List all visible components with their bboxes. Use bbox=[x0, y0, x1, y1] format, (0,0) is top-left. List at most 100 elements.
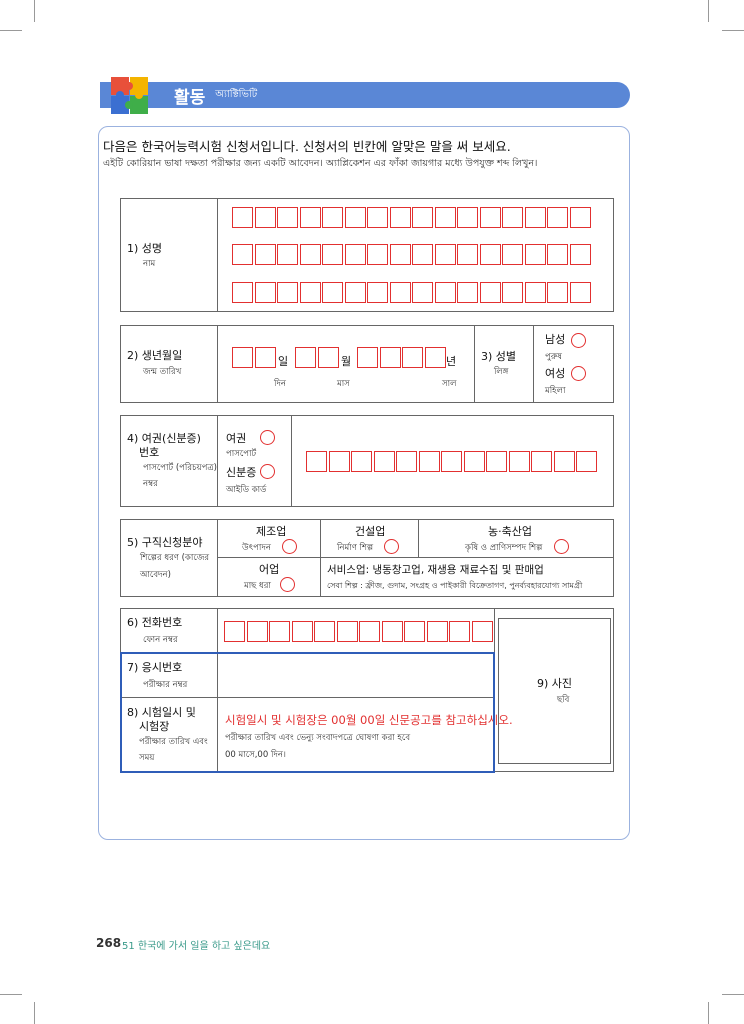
input-cell[interactable] bbox=[569, 244, 591, 265]
input-cell[interactable] bbox=[359, 621, 380, 642]
input-cell[interactable] bbox=[246, 621, 268, 642]
input-cell[interactable] bbox=[232, 347, 253, 368]
input-cell[interactable] bbox=[524, 282, 546, 303]
input-cell[interactable] bbox=[547, 244, 568, 265]
input-cell[interactable] bbox=[502, 282, 523, 303]
input-cell[interactable] bbox=[317, 347, 339, 368]
passport-radio[interactable] bbox=[260, 430, 275, 445]
input-cell[interactable] bbox=[314, 621, 335, 642]
input-cell[interactable] bbox=[299, 244, 321, 265]
phone-cells[interactable] bbox=[224, 621, 494, 642]
name-cells-row-3[interactable] bbox=[232, 282, 592, 303]
input-cell[interactable] bbox=[576, 451, 597, 472]
input-cell[interactable] bbox=[457, 207, 478, 228]
input-cell[interactable] bbox=[328, 451, 350, 472]
input-cell[interactable] bbox=[396, 451, 417, 472]
input-cell[interactable] bbox=[232, 207, 253, 228]
input-cell[interactable] bbox=[277, 207, 298, 228]
input-cell[interactable] bbox=[336, 621, 358, 642]
birth-year-cells[interactable] bbox=[357, 347, 447, 368]
input-cell[interactable] bbox=[291, 621, 313, 642]
input-cell[interactable] bbox=[367, 282, 388, 303]
input-cell[interactable] bbox=[351, 451, 372, 472]
input-cell[interactable] bbox=[524, 244, 546, 265]
name-cells-row-1[interactable] bbox=[232, 207, 592, 228]
divider bbox=[217, 415, 218, 507]
input-cell[interactable] bbox=[524, 207, 546, 228]
input-cell[interactable] bbox=[389, 244, 411, 265]
job-manufacturing-radio[interactable] bbox=[282, 539, 297, 554]
birth-month-cells[interactable] bbox=[295, 347, 340, 368]
id-card-radio[interactable] bbox=[260, 464, 275, 479]
input-cell[interactable] bbox=[254, 244, 276, 265]
input-cell[interactable] bbox=[449, 621, 470, 642]
passport-number-cells[interactable] bbox=[306, 451, 599, 472]
input-cell[interactable] bbox=[441, 451, 462, 472]
name-cells-row-2[interactable] bbox=[232, 244, 592, 265]
input-cell[interactable] bbox=[344, 207, 366, 228]
input-cell[interactable] bbox=[224, 621, 245, 642]
input-cell[interactable] bbox=[547, 207, 568, 228]
input-cell[interactable] bbox=[299, 207, 321, 228]
input-cell[interactable] bbox=[254, 282, 276, 303]
input-cell[interactable] bbox=[306, 451, 327, 472]
input-cell[interactable] bbox=[502, 207, 523, 228]
input-cell[interactable] bbox=[322, 282, 343, 303]
input-cell[interactable] bbox=[508, 451, 530, 472]
input-cell[interactable] bbox=[412, 282, 433, 303]
input-cell[interactable] bbox=[553, 451, 575, 472]
input-cell[interactable] bbox=[402, 347, 423, 368]
job-agriculture-radio[interactable] bbox=[554, 539, 569, 554]
input-cell[interactable] bbox=[381, 621, 403, 642]
input-cell[interactable] bbox=[426, 621, 448, 642]
input-cell[interactable] bbox=[299, 282, 321, 303]
input-cell[interactable] bbox=[479, 207, 501, 228]
input-cell[interactable] bbox=[547, 282, 568, 303]
input-cell[interactable] bbox=[373, 451, 395, 472]
input-cell[interactable] bbox=[295, 347, 316, 368]
input-cell[interactable] bbox=[322, 207, 343, 228]
input-cell[interactable] bbox=[457, 244, 478, 265]
job-construction-radio[interactable] bbox=[384, 539, 399, 554]
input-cell[interactable] bbox=[471, 621, 493, 642]
input-cell[interactable] bbox=[344, 244, 366, 265]
input-cell[interactable] bbox=[569, 207, 591, 228]
input-cell[interactable] bbox=[344, 282, 366, 303]
input-cell[interactable] bbox=[379, 347, 401, 368]
input-cell[interactable] bbox=[569, 282, 591, 303]
input-cell[interactable] bbox=[412, 244, 433, 265]
input-cell[interactable] bbox=[367, 244, 388, 265]
input-cell[interactable] bbox=[463, 451, 485, 472]
input-cell[interactable] bbox=[357, 347, 378, 368]
input-cell[interactable] bbox=[232, 282, 253, 303]
input-cell[interactable] bbox=[322, 244, 343, 265]
input-cell[interactable] bbox=[434, 244, 456, 265]
input-cell[interactable] bbox=[434, 282, 456, 303]
input-cell[interactable] bbox=[254, 347, 276, 368]
input-cell[interactable] bbox=[434, 207, 456, 228]
input-cell[interactable] bbox=[418, 451, 440, 472]
input-cell[interactable] bbox=[277, 282, 298, 303]
birth-day-cells[interactable] bbox=[232, 347, 277, 368]
input-cell[interactable] bbox=[457, 282, 478, 303]
input-cell[interactable] bbox=[531, 451, 552, 472]
input-cell[interactable] bbox=[486, 451, 507, 472]
gender-male-radio[interactable] bbox=[571, 333, 586, 348]
input-cell[interactable] bbox=[479, 282, 501, 303]
input-cell[interactable] bbox=[424, 347, 446, 368]
input-cell[interactable] bbox=[254, 207, 276, 228]
input-cell[interactable] bbox=[502, 244, 523, 265]
input-cell[interactable] bbox=[389, 282, 411, 303]
input-cell[interactable] bbox=[277, 244, 298, 265]
input-cell[interactable] bbox=[389, 207, 411, 228]
input-cell[interactable] bbox=[367, 207, 388, 228]
input-cell[interactable] bbox=[479, 244, 501, 265]
input-cell[interactable] bbox=[412, 207, 433, 228]
input-cell[interactable] bbox=[269, 621, 290, 642]
job-fishery-radio[interactable] bbox=[280, 577, 295, 592]
input-cell[interactable] bbox=[404, 621, 425, 642]
gender-female-radio[interactable] bbox=[571, 366, 586, 381]
photo-box[interactable] bbox=[498, 618, 611, 764]
divider bbox=[474, 325, 475, 403]
input-cell[interactable] bbox=[232, 244, 253, 265]
